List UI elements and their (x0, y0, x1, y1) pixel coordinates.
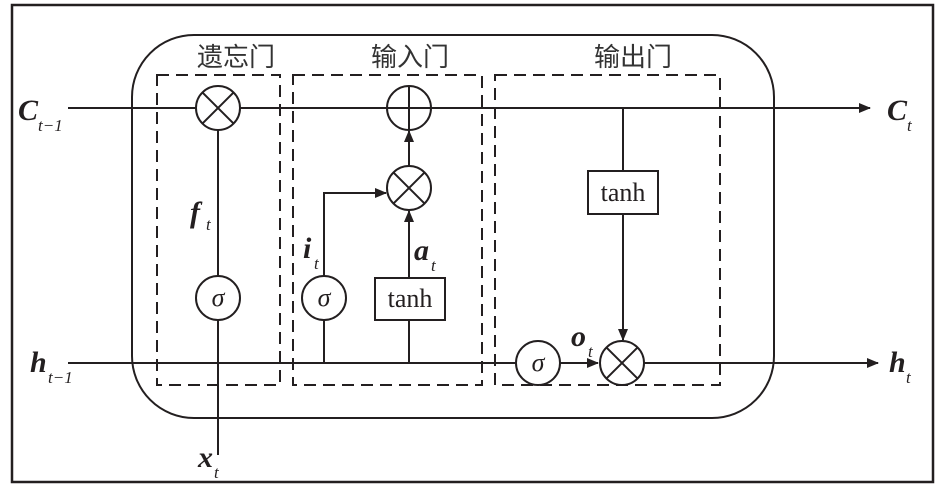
output-multiply-op (599, 340, 645, 386)
svg-text:t−1: t−1 (38, 116, 63, 135)
svg-text:h: h (889, 346, 906, 379)
f-signal-label: f t (190, 196, 212, 234)
input-sigma-op: σ (301, 275, 347, 321)
svg-text:t: t (906, 368, 912, 387)
input-multiply-op (386, 165, 432, 211)
svg-text:t: t (588, 342, 594, 361)
hidden-prev-label: h t−1 (30, 346, 73, 387)
svg-text:x: x (197, 441, 213, 474)
cell-body (131, 34, 775, 419)
svg-text:t: t (431, 256, 437, 275)
svg-text:f: f (190, 196, 203, 229)
svg-text:i: i (303, 232, 312, 265)
x-input-label: x t (197, 441, 220, 482)
output-gate-label: 输出门 (594, 43, 672, 73)
svg-text:a: a (414, 234, 429, 267)
o-signal-label: o t (571, 320, 594, 361)
output-tanh-label: tanh (601, 178, 646, 207)
input-gate-label: 输入门 (371, 43, 449, 73)
output-sigma-op: σ (515, 340, 561, 386)
a-signal-label: a t (414, 234, 437, 275)
add-op (386, 85, 432, 131)
outer-frame (10, 3, 935, 484)
input-gate-box (292, 74, 483, 386)
svg-text:C: C (887, 94, 908, 127)
svg-text:h: h (30, 346, 47, 379)
hidden-out-label: h t (889, 346, 912, 387)
svg-text:t−1: t−1 (48, 368, 73, 387)
svg-text:t: t (314, 254, 320, 273)
forget-sigma-op: σ (195, 275, 241, 321)
svg-text:t: t (214, 463, 220, 482)
forget-multiply-op (195, 85, 241, 131)
svg-text:C: C (18, 94, 39, 127)
svg-text:σ: σ (318, 283, 332, 312)
output-gate-box (494, 74, 721, 386)
i-signal-label: i t (303, 232, 320, 273)
svg-text:o: o (571, 320, 586, 353)
forget-gate-label: 遗忘门 (197, 43, 275, 73)
input-tanh-label: tanh (388, 284, 433, 313)
svg-text:σ: σ (532, 348, 546, 377)
svg-text:σ: σ (212, 283, 226, 312)
cell-out-label: C t (887, 94, 913, 135)
cell-prev-label: C t−1 (18, 94, 63, 135)
svg-text:t: t (907, 116, 913, 135)
svg-text:t: t (206, 215, 212, 234)
i-signal-line (323, 188, 387, 276)
